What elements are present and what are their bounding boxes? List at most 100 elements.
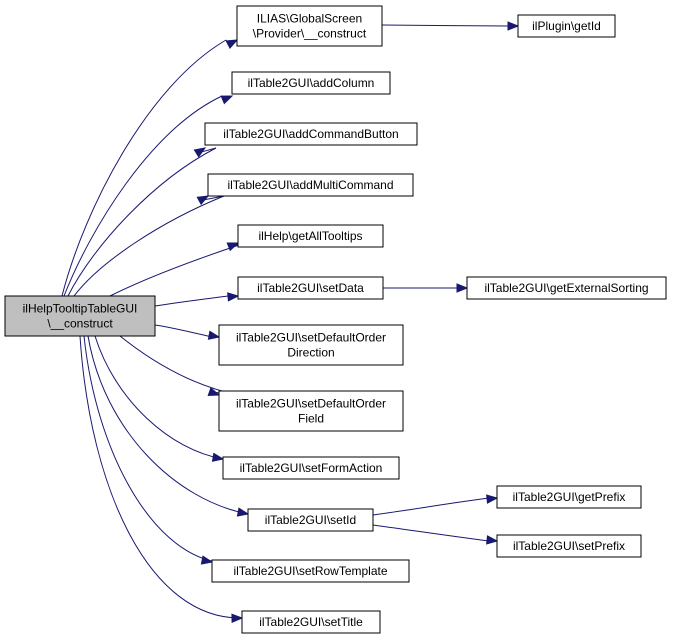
node-addcommandbutton[interactable]: ilTable2GUI\addCommandButton <box>204 122 418 146</box>
node-box <box>207 173 414 197</box>
node-box <box>218 390 404 432</box>
node-root[interactable]: ilHelpTooltipTableGUI\__construct <box>4 295 156 337</box>
node-box <box>466 276 667 300</box>
edge-arrowhead <box>220 95 234 105</box>
edge-root-to-setdefaultorderdirection <box>154 324 221 340</box>
node-getprefix[interactable]: ilTable2GUI\getPrefix <box>496 485 642 509</box>
node-plugin_getid[interactable]: ilPlugin\getId <box>517 14 616 38</box>
node-box <box>4 295 156 337</box>
edge-line <box>372 524 490 542</box>
edge-line <box>67 147 217 297</box>
node-label-line: ilTable2GUI\setId <box>265 513 356 527</box>
edge-line <box>83 335 217 563</box>
node-label-line: ilTable2GUI\addColumn <box>248 76 375 90</box>
edge-root-to-provider <box>61 39 239 297</box>
edge-arrowhead <box>231 613 244 623</box>
node-label-line: ilTable2GUI\setData <box>257 281 364 295</box>
edge-root-to-addmulticommand <box>73 195 225 297</box>
edge-line <box>109 242 246 297</box>
edge-root-to-addcommandbutton <box>67 147 217 297</box>
node-label-line: ilTable2GUI\setFormAction <box>240 461 383 475</box>
edge-root-to-addcolumn <box>63 95 234 297</box>
node-label-line: ilHelp\getAllTooltips <box>258 229 362 243</box>
edge-line <box>87 335 249 515</box>
node-addcolumn[interactable]: ilTable2GUI\addColumn <box>231 71 391 95</box>
edge-line <box>73 195 225 297</box>
node-box <box>236 5 383 47</box>
edge-setid-to-getprefix <box>372 494 499 516</box>
edge-arrowhead <box>200 555 214 565</box>
edge-root-to-setrowtemplate <box>83 335 217 565</box>
edge-root-to-setdata <box>154 292 240 307</box>
edge-provider-to-plugin_getid <box>381 21 520 31</box>
node-addmulticommand[interactable]: ilTable2GUI\addMultiCommand <box>207 173 414 197</box>
node-box <box>247 508 374 532</box>
edge-line <box>381 24 511 27</box>
edge-line <box>63 95 223 297</box>
node-label-line: ilTable2GUI\addMultiCommand <box>227 178 393 192</box>
node-box <box>237 224 384 248</box>
node-label-line: ilTable2GUI\setTitle <box>259 615 363 629</box>
edge-root-to-settitle <box>79 335 244 623</box>
edge-arrowhead <box>226 242 240 252</box>
node-box <box>211 559 410 583</box>
edge-arrowhead <box>211 452 225 462</box>
edge-arrowhead <box>507 21 520 31</box>
node-box <box>496 534 642 558</box>
node-label-line: ilTable2GUI\getPrefix <box>513 490 626 504</box>
node-label-line: \Provider\__construct <box>253 27 367 41</box>
node-settitle[interactable]: ilTable2GUI\setTitle <box>241 610 381 634</box>
nodes-layer: ilHelpTooltipTableGUI\__construct ILIAS\G… <box>4 5 667 634</box>
node-box <box>241 610 381 634</box>
edge-line <box>372 497 490 516</box>
edge-arrowhead <box>486 535 499 545</box>
node-box <box>222 456 400 480</box>
node-label-line: ilTable2GUI\setDefaultOrder <box>236 397 386 411</box>
edge-arrowhead <box>486 494 499 504</box>
edge-setdata-to-getexternalsorting <box>383 283 469 293</box>
edge-root-to-setid <box>87 335 250 517</box>
node-setid[interactable]: ilTable2GUI\setId <box>247 508 374 532</box>
node-box <box>496 485 642 509</box>
node-box <box>204 122 418 146</box>
node-box <box>237 276 384 300</box>
edge-line <box>94 335 224 460</box>
edge-root-to-getalltooltips <box>109 242 246 297</box>
edge-arrowhead <box>207 387 221 397</box>
node-label-line: ilTable2GUI\getExternalSorting <box>484 281 648 295</box>
edge-arrowhead <box>207 330 221 340</box>
node-label-line: Field <box>298 412 324 426</box>
node-box <box>517 14 616 38</box>
node-provider[interactable]: ILIAS\GlobalScreen\Provider\__construct <box>236 5 383 47</box>
node-label-line: ilTable2GUI\addCommandButton <box>223 127 398 141</box>
node-getexternalsorting[interactable]: ilTable2GUI\getExternalSorting <box>466 276 667 300</box>
edge-setid-to-setprefix <box>372 524 499 545</box>
edge-arrowhead <box>196 195 210 206</box>
node-label-line: ilTable2GUI\setDefaultOrder <box>236 331 386 345</box>
node-label-line: ILIAS\GlobalScreen <box>257 12 362 26</box>
node-label-line: ilTable2GUI\setPrefix <box>513 539 625 553</box>
node-box <box>218 324 404 366</box>
node-label-line: \__construct <box>47 317 113 331</box>
node-label-line: ilHelpTooltipTableGUI <box>23 302 138 316</box>
edge-line <box>154 324 213 338</box>
node-box <box>231 71 391 95</box>
edge-arrowhead <box>225 39 239 49</box>
node-setprefix[interactable]: ilTable2GUI\setPrefix <box>496 534 642 558</box>
edge-arrowhead <box>236 507 250 517</box>
node-label-line: Direction <box>287 346 334 360</box>
node-label-line: ilTable2GUI\setRowTemplate <box>233 564 387 578</box>
node-setrowtemplate[interactable]: ilTable2GUI\setRowTemplate <box>211 559 410 583</box>
edge-root-to-setformaction <box>94 335 225 462</box>
edge-line <box>79 335 243 619</box>
node-getalltooltips[interactable]: ilHelp\getAllTooltips <box>237 224 384 248</box>
edge-line <box>61 39 227 297</box>
edge-arrowhead <box>193 147 207 158</box>
edge-arrowhead <box>227 292 240 302</box>
node-setdata[interactable]: ilTable2GUI\setData <box>237 276 384 300</box>
node-label-line: ilPlugin\getId <box>532 19 601 33</box>
node-setformaction[interactable]: ilTable2GUI\setFormAction <box>222 456 400 480</box>
